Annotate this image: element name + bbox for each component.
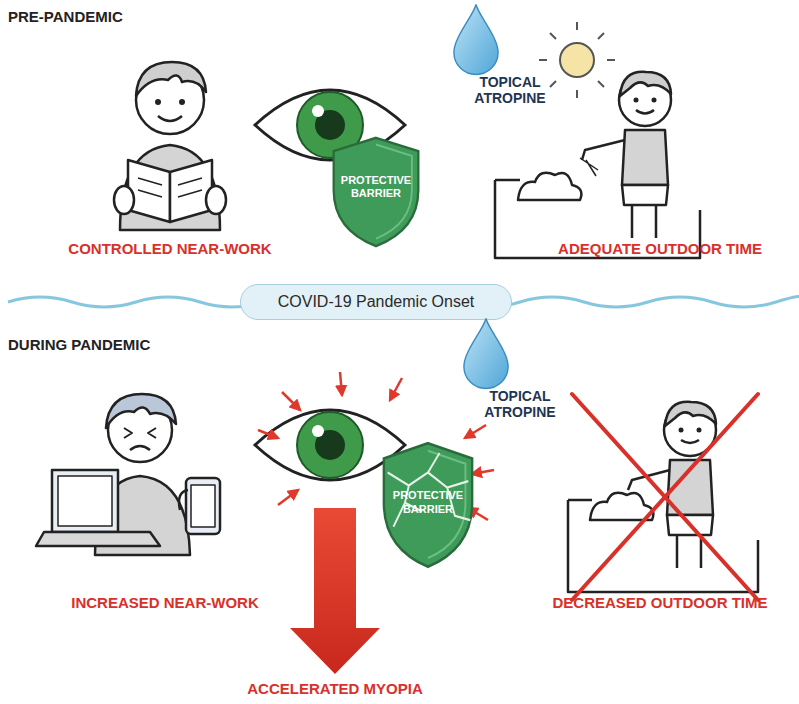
drop-shape [452, 2, 500, 78]
node-text: TOPICAL ATROPINE [472, 388, 568, 420]
node-text: PROTECTIVE BARRIER [339, 174, 413, 200]
reading-child [114, 62, 226, 230]
factor-label: INCREASED NEAR-WORK [30, 594, 300, 611]
drop-node: TOPICAL ATROPINE [440, 0, 570, 120]
factor-label: ADEQUATE OUTDOOR TIME [525, 240, 795, 257]
event-band: COVID-19 Pandemic Onset [240, 284, 512, 320]
section-heading: DURING PANDEMIC [8, 336, 228, 353]
node-text: TOPICAL ATROPINE [462, 74, 558, 106]
factor-label: ACCELERATED MYOPIA [200, 680, 470, 697]
cross-mark [572, 394, 758, 600]
pressure-arrows [258, 372, 494, 520]
node-text: PROTECTIVE BARRIER [390, 489, 467, 515]
drop-shape [462, 316, 510, 392]
shield-node: PROTECTIVE BARRIER [330, 135, 422, 249]
node-text: COVID-19 Pandemic Onset [278, 293, 475, 311]
drop-node: TOPICAL ATROPINE [450, 316, 580, 428]
factor-label: DECREASED OUTDOOR TIME [525, 594, 795, 611]
shield-node: PROTECTIVE BARRIER [380, 440, 476, 570]
screen-child [36, 394, 220, 555]
outcome-arrow [290, 508, 380, 674]
strained-eye [255, 410, 405, 480]
sun-icon [539, 22, 615, 98]
section-heading: PRE-PANDEMIC [8, 8, 228, 25]
factor-label: CONTROLLED NEAR-WORK [35, 240, 305, 257]
